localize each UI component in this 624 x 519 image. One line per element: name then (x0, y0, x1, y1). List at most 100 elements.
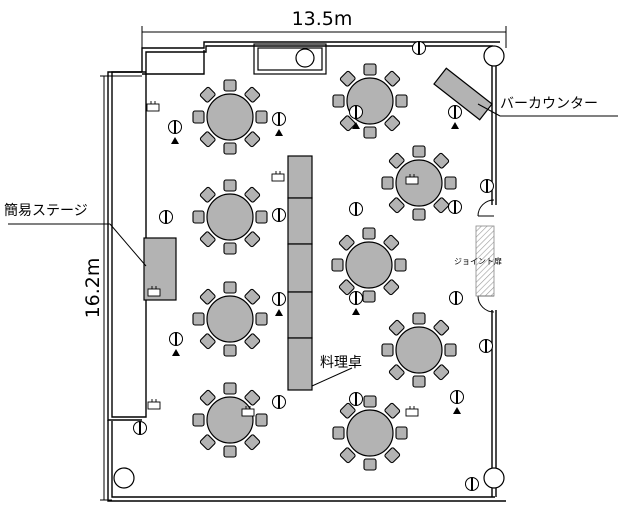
outlet-icon (147, 286, 161, 297)
chair (444, 176, 457, 190)
table-top (206, 93, 254, 141)
chair (332, 426, 345, 440)
chair (244, 231, 261, 248)
height-dimension: 16.2m (82, 75, 142, 501)
light-fixture-icon (448, 200, 462, 214)
chair (339, 447, 356, 464)
joint-door-label: ジョイント扉 (454, 256, 502, 266)
cooking-table: 料理卓 (287, 155, 362, 391)
chair (244, 434, 261, 451)
chair (388, 197, 405, 214)
table-top (206, 193, 254, 241)
chair (244, 288, 261, 305)
chair (331, 258, 344, 272)
chair (192, 110, 205, 124)
chair (223, 281, 237, 294)
round-table (331, 227, 407, 303)
chair (412, 208, 426, 221)
outlet-icon (147, 399, 161, 410)
chair (338, 279, 355, 296)
chair (384, 402, 401, 419)
pillar-icon (113, 467, 135, 489)
chair (192, 210, 205, 224)
stage-label: 簡易ステージ (4, 203, 88, 219)
outlet-icon (405, 406, 419, 417)
round-table (192, 382, 268, 458)
chair (338, 234, 355, 251)
light-fixture-icon (168, 120, 182, 134)
light-fixture-icon (349, 291, 363, 305)
chair (255, 210, 268, 224)
outlet-icon (146, 101, 160, 112)
light-fixture-icon (272, 112, 286, 126)
light-fixture-icon (272, 208, 286, 222)
chair (244, 389, 261, 406)
light-fixture-icon (349, 202, 363, 216)
table-top (395, 326, 443, 374)
light-fixture-icon (480, 179, 494, 193)
chair (223, 79, 237, 92)
round-table (192, 79, 268, 155)
table-top (206, 295, 254, 343)
chair (255, 110, 268, 124)
table-top (206, 396, 254, 444)
light-fixture-icon (349, 392, 363, 406)
chair (192, 312, 205, 326)
chair (412, 375, 426, 388)
outlet-icon (241, 406, 255, 417)
chair (339, 115, 356, 132)
microphone-icon (451, 122, 459, 129)
chair (433, 152, 450, 169)
chair (362, 290, 376, 303)
chair (244, 86, 261, 103)
chair (255, 413, 268, 427)
chair (339, 402, 356, 419)
outlet-icon (271, 171, 285, 182)
chair (223, 344, 237, 357)
pillars (113, 45, 505, 489)
chair (384, 447, 401, 464)
room-walls (107, 41, 506, 502)
top-recess (253, 43, 327, 75)
pillar-icon (483, 45, 505, 67)
chair (383, 279, 400, 296)
light-fixture-icon (449, 291, 463, 305)
chair (244, 186, 261, 203)
chair (383, 234, 400, 251)
chair (395, 426, 408, 440)
chair (199, 231, 216, 248)
chair (199, 186, 216, 203)
light-fixture-icon (450, 390, 464, 404)
chair (363, 395, 377, 408)
chair (362, 227, 376, 240)
round-table (332, 395, 408, 471)
chair (199, 288, 216, 305)
width-dimension: 13.5m (141, 8, 507, 70)
chair (223, 179, 237, 192)
chair (388, 152, 405, 169)
microphone-icon (275, 129, 283, 136)
chair (223, 445, 237, 458)
microphone-icon (352, 122, 360, 129)
height-dimension-label: 16.2m (82, 258, 104, 319)
microphone-icon (453, 407, 461, 414)
chair (412, 312, 426, 325)
light-fixture-icon (412, 41, 426, 55)
fixtures (133, 41, 494, 491)
chair (192, 413, 205, 427)
microphone-icon (352, 308, 360, 315)
light-fixture-icon (159, 210, 173, 224)
chair (444, 343, 457, 357)
light-fixture-icon (272, 395, 286, 409)
chair (394, 258, 407, 272)
bar-counter-label: バーカウンター (500, 96, 598, 112)
chair (244, 131, 261, 148)
chair (381, 176, 394, 190)
round-table (381, 312, 457, 388)
chair (255, 312, 268, 326)
chair (199, 86, 216, 103)
joint-door: ジョイント扉 (454, 225, 502, 297)
light-fixture-icon (349, 105, 363, 119)
chair (433, 364, 450, 381)
